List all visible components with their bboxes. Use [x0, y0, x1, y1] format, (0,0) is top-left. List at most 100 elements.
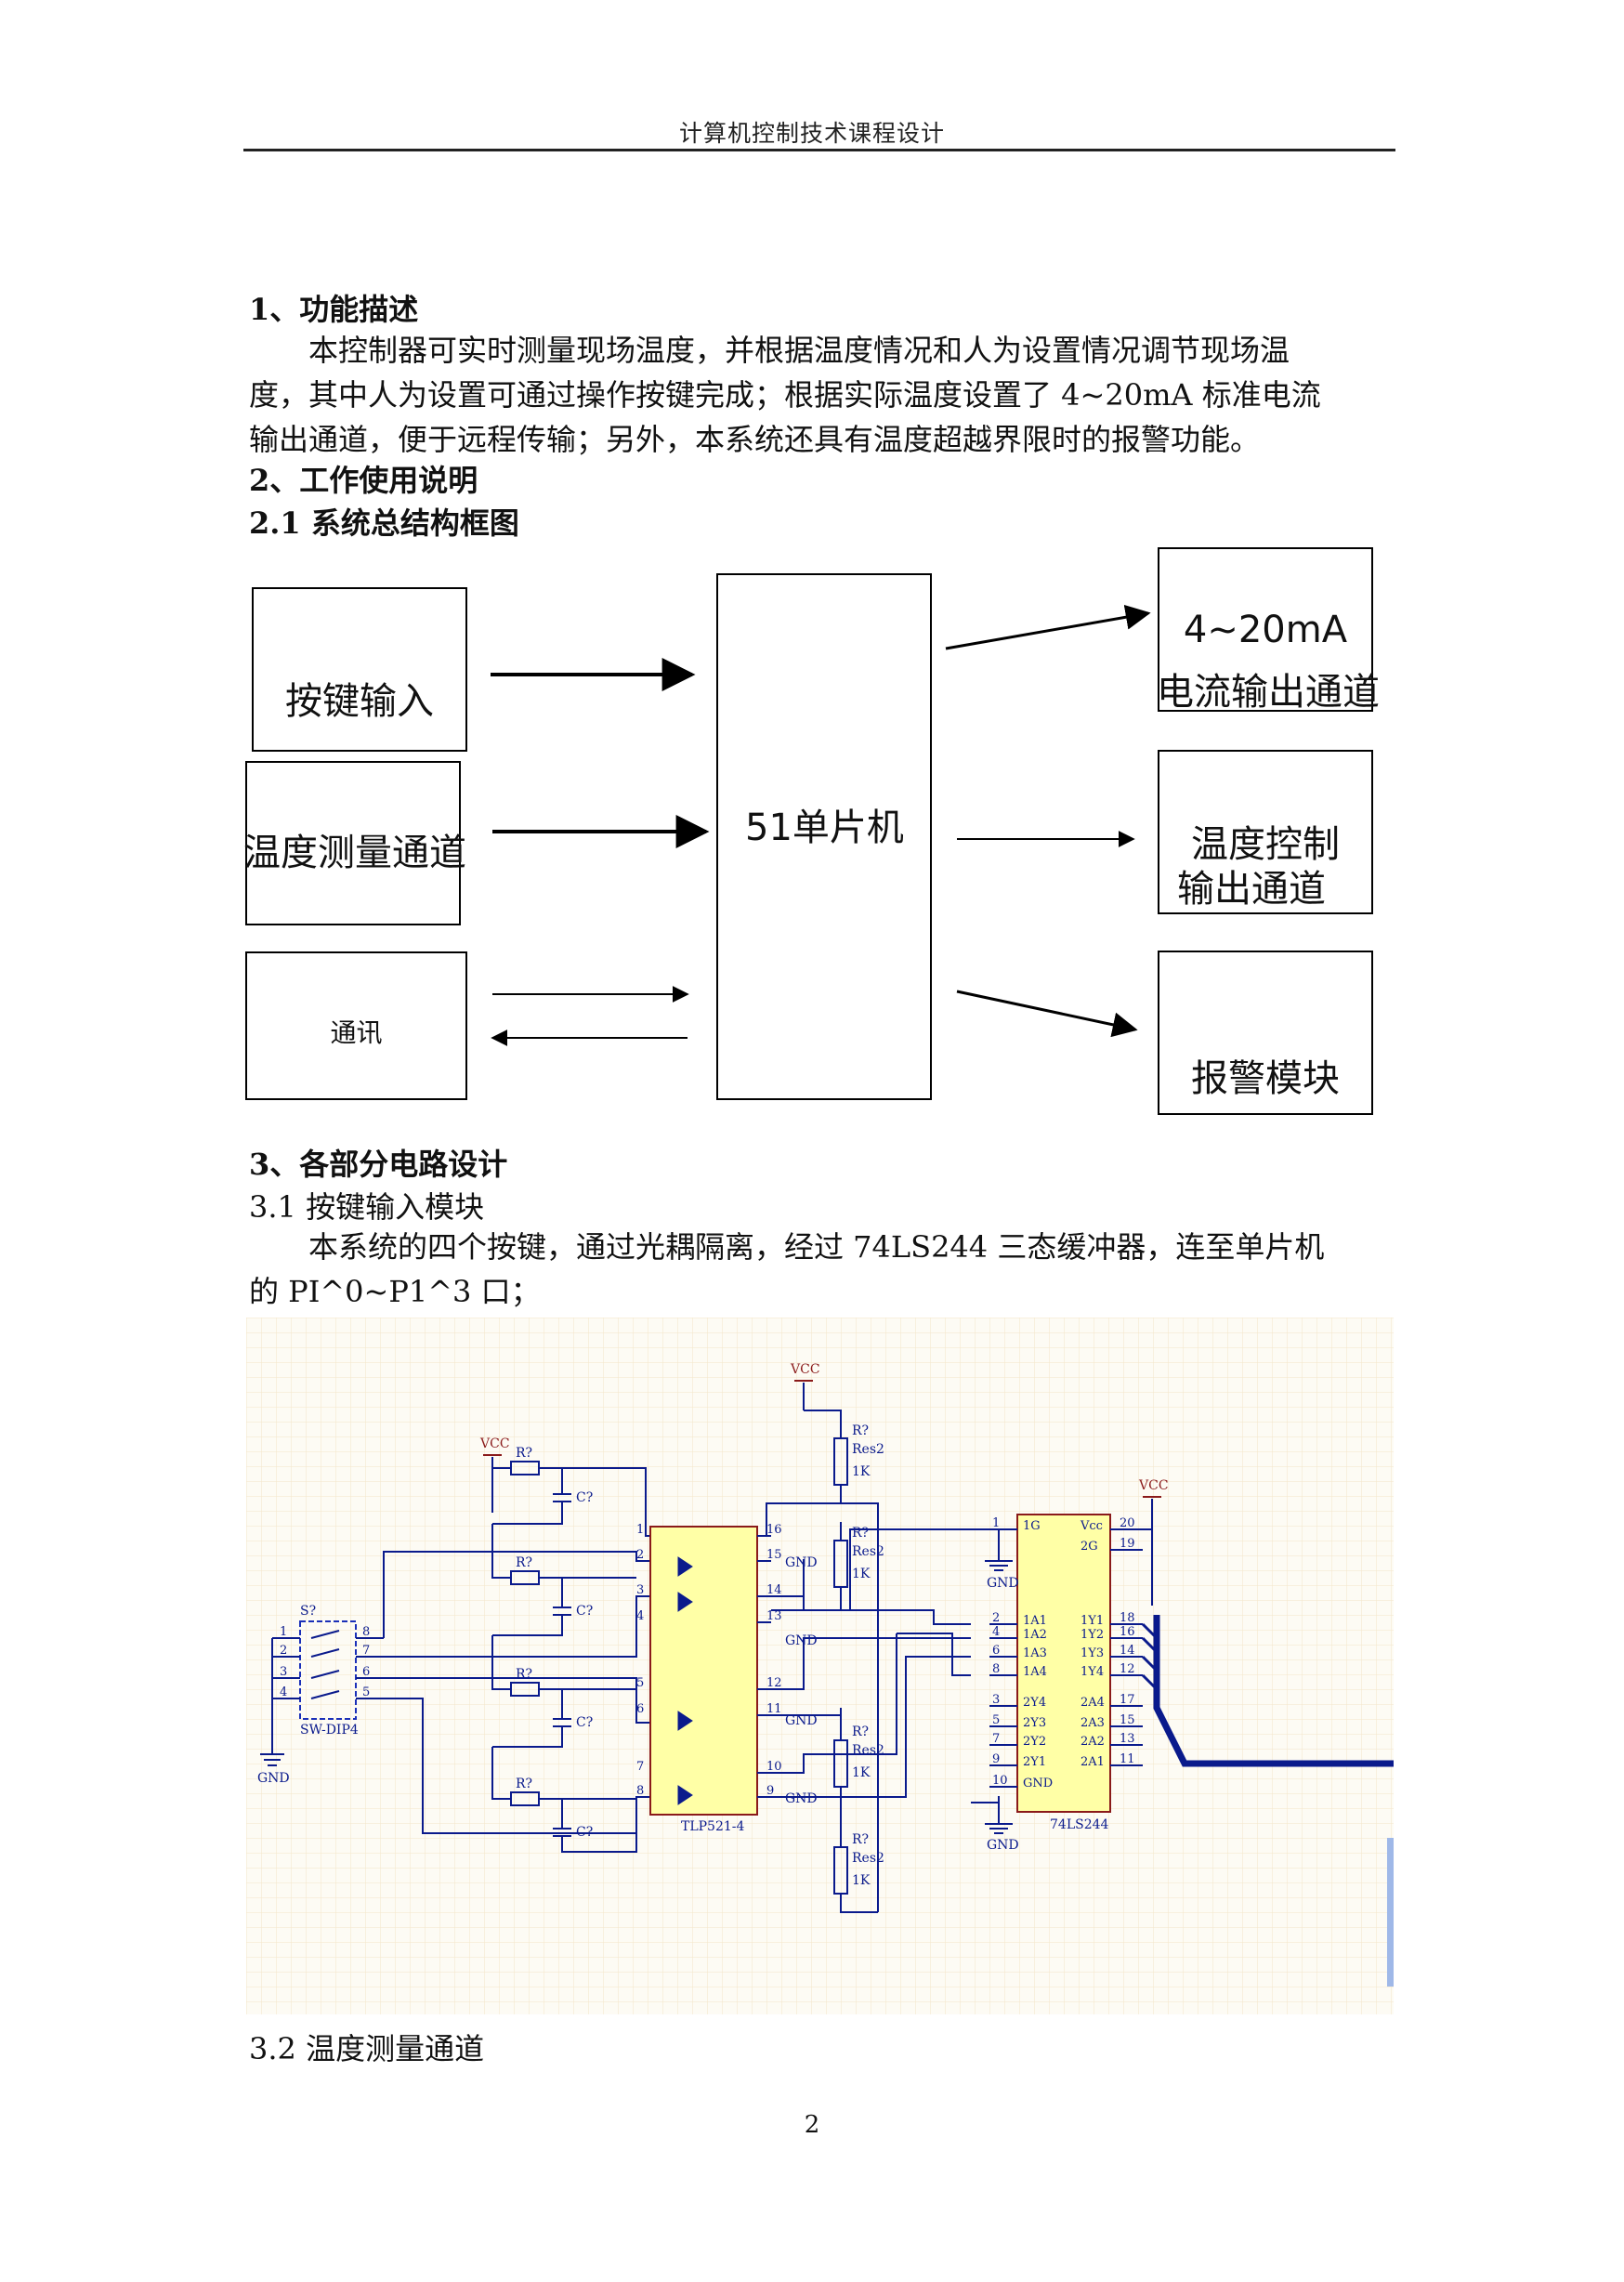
buffer-pin-name-2A4: 2A4 — [1080, 1696, 1105, 1710]
opto-pin-7: 7 — [636, 1760, 644, 1774]
opto-pin-1: 1 — [636, 1523, 644, 1537]
r-label-4: R? — [516, 1777, 532, 1791]
vcc-label-3: VCC — [1138, 1478, 1169, 1493]
opto-pin-11: 11 — [766, 1702, 782, 1716]
current-out-label-1: 4~20mA — [1183, 609, 1348, 651]
section-3-heading: 3、各部分电路设计 — [249, 1147, 508, 1182]
buffer-pin-name-1Y3: 1Y3 — [1080, 1646, 1104, 1660]
c-label-3: C? — [576, 1715, 593, 1730]
buffer-pin-name-1A4: 1A4 — [1023, 1665, 1047, 1679]
buffer-pin-1: 1 — [992, 1516, 1000, 1530]
section-1-paragraph: 本控制器可实时测量现场温度，并根据温度情况和人为设置情况调节现场温 度，其中人为… — [249, 328, 1401, 462]
res-val-2: 1K — [852, 1567, 871, 1581]
switch-pin-1: 1 — [280, 1625, 287, 1639]
key-input-label: 按键输入 — [285, 680, 434, 723]
buffer-pin-name-Vcc: Vcc — [1080, 1519, 1103, 1533]
gnd-label-7: GND — [987, 1838, 1019, 1853]
res-part-1: Res2 — [852, 1442, 884, 1457]
c-label-1: C? — [576, 1490, 593, 1505]
vcc-label-1: VCC — [479, 1436, 510, 1451]
mcu-box — [716, 573, 932, 1100]
c-label-2: C? — [576, 1604, 593, 1619]
buffer-pin-7: 7 — [992, 1732, 1000, 1746]
buffer-pin-19: 19 — [1120, 1537, 1135, 1551]
buffer-pin-name-1Y4: 1Y4 — [1080, 1665, 1104, 1679]
r-label-8: R? — [852, 1832, 869, 1847]
buffer-pin-name-1A2: 1A2 — [1023, 1628, 1047, 1642]
c-label-4: C? — [576, 1825, 593, 1840]
switch-pin-5: 5 — [362, 1685, 370, 1699]
opto-chip — [649, 1526, 758, 1816]
gnd-label-4: GND — [785, 1713, 818, 1728]
buffer-pin-18: 18 — [1120, 1611, 1135, 1625]
r-label-6: R? — [852, 1526, 869, 1541]
buffer-pin-15: 15 — [1120, 1713, 1135, 1727]
buffer-pin-name-2A3: 2A3 — [1080, 1716, 1105, 1730]
opto-pin-15: 15 — [766, 1548, 782, 1562]
dip-switch — [299, 1620, 357, 1720]
temp-measure-box — [245, 761, 461, 925]
section-3-2-heading: 3.2 温度测量通道 — [249, 2031, 485, 2066]
running-header: 计算机控制技术课程设计 — [678, 120, 945, 147]
buffer-pin-2: 2 — [992, 1611, 1000, 1625]
res-part-4: Res2 — [852, 1851, 884, 1866]
buffer-pin-20: 20 — [1120, 1516, 1135, 1530]
buffer-pin-14: 14 — [1120, 1644, 1135, 1658]
current-out-box — [1158, 547, 1373, 712]
switch-pin-4: 4 — [280, 1685, 287, 1699]
key-input-box — [252, 587, 467, 752]
buffer-pin-13: 13 — [1120, 1732, 1135, 1746]
res-val-4: 1K — [852, 1873, 871, 1888]
buffer-pin-name-1A1: 1A1 — [1023, 1614, 1047, 1628]
switch-part: SW-DIP4 — [300, 1723, 359, 1738]
buffer-pin-8: 8 — [992, 1662, 1000, 1676]
switch-ref: S? — [300, 1604, 316, 1619]
buffer-pin-name-2A1: 2A1 — [1080, 1755, 1105, 1769]
opto-pin-2: 2 — [636, 1548, 644, 1562]
arrow-mcu-to-alarm — [956, 990, 1138, 1038]
comm-box — [245, 951, 467, 1100]
r-label-1: R? — [516, 1446, 532, 1461]
buffer-pin-16: 16 — [1120, 1625, 1135, 1639]
mcu-label: 51单片机 — [745, 807, 904, 849]
para-line-1: 本控制器可实时测量现场温度，并根据温度情况和人为设置情况调节现场温 — [308, 333, 1290, 368]
para-line-2: 度，其中人为设置可通过操作按键完成；根据实际温度设置了 4~20mA 标准电流 — [249, 377, 1321, 413]
switch-pin-7: 7 — [362, 1644, 370, 1658]
header-rule — [243, 149, 1395, 151]
temp-ctrl-box — [1158, 750, 1373, 914]
buffer-pin-name-GND: GND — [1023, 1777, 1053, 1790]
buffer-pin-name-2Y4: 2Y4 — [1023, 1696, 1046, 1710]
alarm-box — [1158, 951, 1373, 1115]
res-val-3: 1K — [852, 1765, 871, 1780]
buffer-pin-17: 17 — [1120, 1693, 1135, 1707]
current-out-label-2: 电流输出通道 — [1157, 671, 1380, 714]
res-part-3: Res2 — [852, 1743, 884, 1758]
gnd-label-5: GND — [785, 1791, 818, 1806]
buffer-pin-name-2Y1: 2Y1 — [1023, 1755, 1046, 1769]
buffer-pin-3: 3 — [992, 1693, 1000, 1707]
buffer-pin-name-2Y2: 2Y2 — [1023, 1735, 1046, 1749]
buffer-pin-10: 10 — [992, 1774, 1008, 1788]
gnd-label-1: GND — [257, 1771, 290, 1786]
r-label-5: R? — [852, 1423, 869, 1438]
opto-part-label: TLP521-4 — [681, 1819, 745, 1834]
buffer-pin-12: 12 — [1120, 1662, 1135, 1676]
gnd-label-6: GND — [987, 1576, 1019, 1591]
temp-measure-label: 温度测量通道 — [243, 832, 466, 874]
page-number: 2 — [804, 2111, 820, 2139]
buffer-part-label: 74LS244 — [1050, 1817, 1109, 1832]
switch-pin-6: 6 — [362, 1665, 370, 1679]
temp-ctrl-label-1: 温度控制 — [1191, 823, 1340, 866]
buffer-pin-name-2G: 2G — [1080, 1540, 1098, 1554]
opto-pin-5: 5 — [636, 1676, 644, 1690]
buffer-pin-name-1A3: 1A3 — [1023, 1646, 1047, 1660]
r-label-3: R? — [516, 1667, 532, 1682]
para3-line-2: 的 PI^0~P1^3 口； — [249, 1274, 541, 1309]
section-1-heading: 1、功能描述 — [249, 292, 419, 327]
opto-pin-4: 4 — [636, 1609, 644, 1623]
buffer-pin-6: 6 — [992, 1644, 1000, 1658]
opto-pin-12: 12 — [766, 1676, 782, 1690]
gnd-label-2: GND — [785, 1555, 818, 1570]
switch-pin-3: 3 — [280, 1665, 287, 1679]
buffer-pin-name-1Y2: 1Y2 — [1080, 1628, 1104, 1642]
